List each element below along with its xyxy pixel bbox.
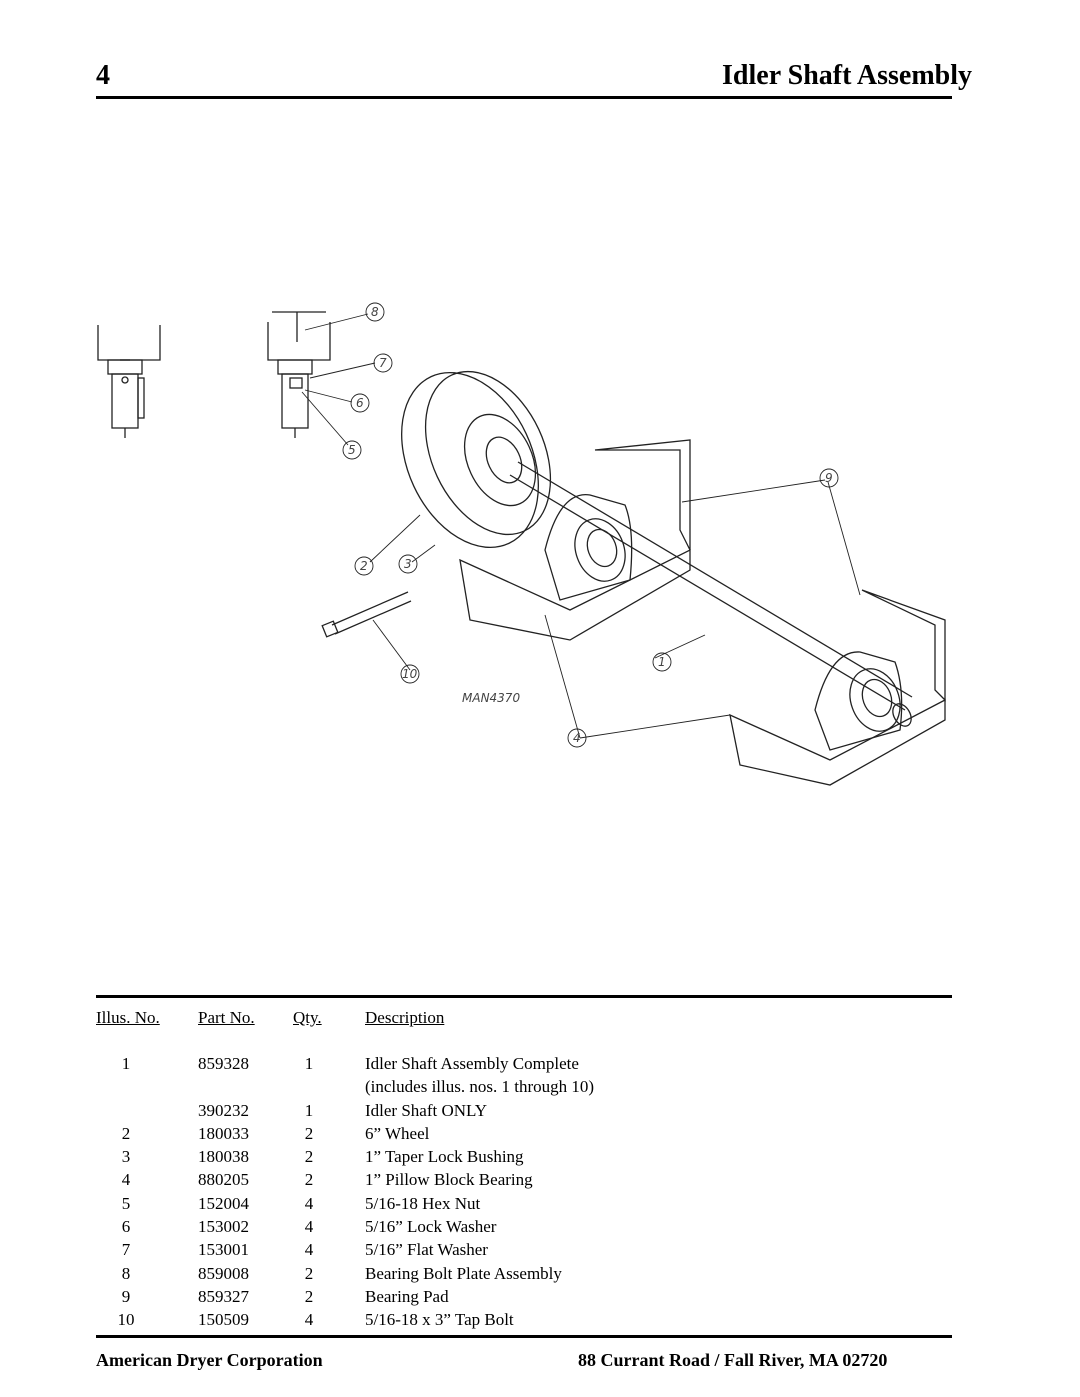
header-description: Description bbox=[365, 1008, 445, 1027]
header-part-no: Part No. bbox=[198, 1008, 255, 1027]
illus-no-cell bbox=[96, 1099, 198, 1122]
description-cell: 5/16-18 Hex Nut bbox=[365, 1193, 481, 1213]
illus-no-cell: 10 bbox=[117, 1310, 135, 1330]
part-no-cell: 180033 bbox=[198, 1123, 249, 1143]
qty-cell: 4 bbox=[304, 1240, 314, 1260]
qty-cell: 1 bbox=[304, 1100, 314, 1120]
qty-cell: 4 bbox=[304, 1193, 314, 1213]
callout-10: 10 bbox=[402, 667, 418, 681]
table-row: 10 150509 4 5/16-18 x 3” Tap Bolt bbox=[96, 1308, 765, 1331]
drawing-code: MAN4370 bbox=[462, 691, 520, 705]
description-cell: 1” Taper Lock Bushing bbox=[365, 1147, 524, 1167]
callout-2: 2 bbox=[360, 559, 368, 573]
callout-labels: 8 7 6 5 2 3 9 1 10 4 MAN4370 bbox=[348, 305, 833, 745]
part-no-cell: 152004 bbox=[198, 1193, 249, 1213]
table-row: 1 859328 1 Idler Shaft Assembly Complete bbox=[96, 1052, 765, 1075]
footer-company: American Dryer Corporation bbox=[96, 1350, 323, 1370]
description-cell: 5/16-18 x 3” Tap Bolt bbox=[365, 1310, 514, 1330]
part-no-cell: 859008 bbox=[198, 1263, 249, 1283]
page-number: 4 bbox=[96, 60, 110, 91]
description-cell: 5/16” Flat Washer bbox=[365, 1240, 488, 1260]
parts-table-body: 1 859328 1 Idler Shaft Assembly Complete (in… bbox=[96, 1052, 765, 1332]
illus-no-cell bbox=[96, 1075, 198, 1098]
description-cell: Bearing Bolt Plate Assembly bbox=[365, 1263, 562, 1283]
qty-cell: 1 bbox=[304, 1054, 314, 1073]
table-top-rule bbox=[96, 995, 952, 998]
tap-bolt bbox=[321, 591, 412, 638]
callout-9: 9 bbox=[825, 471, 833, 485]
page-title: Idler Shaft Assembly bbox=[722, 60, 972, 91]
idler-shaft bbox=[509, 461, 913, 727]
illus-no-cell: 2 bbox=[121, 1123, 131, 1143]
table-row: (includes illus. nos. 1 through 10) bbox=[96, 1075, 765, 1098]
table-row: 8 859008 2 Bearing Bolt Plate Assembly bbox=[96, 1262, 765, 1285]
part-no-cell: 153002 bbox=[198, 1217, 249, 1237]
bearing-left bbox=[459, 439, 691, 641]
illus-no-cell: 1 bbox=[121, 1054, 131, 1073]
description-cell: 1” Pillow Block Bearing bbox=[365, 1170, 533, 1190]
description-cell: 6” Wheel bbox=[365, 1123, 430, 1143]
qty-cell: 2 bbox=[304, 1286, 314, 1306]
part-no-cell: 390232 bbox=[198, 1100, 249, 1120]
table-row: 7 153001 4 5/16” Flat Washer bbox=[96, 1238, 765, 1261]
description-cell: Idler Shaft ONLY bbox=[365, 1100, 487, 1120]
qty-cell: 2 bbox=[304, 1147, 314, 1167]
part-no-cell: 859327 bbox=[198, 1286, 249, 1306]
illus-no-cell: 6 bbox=[121, 1217, 131, 1237]
bearing-right bbox=[729, 589, 946, 786]
qty-cell: 2 bbox=[304, 1170, 314, 1190]
callout-3: 3 bbox=[404, 557, 412, 571]
table-row: 9 859327 2 Bearing Pad bbox=[96, 1285, 765, 1308]
illus-no-cell: 8 bbox=[121, 1263, 131, 1283]
footer-rule bbox=[96, 1335, 952, 1338]
illus-no-cell: 7 bbox=[121, 1240, 131, 1260]
table-row: 2 180033 2 6” Wheel bbox=[96, 1122, 765, 1145]
description-cell: (includes illus. nos. 1 through 10) bbox=[365, 1077, 595, 1097]
table-row: 6 153002 4 5/16” Lock Washer bbox=[96, 1215, 765, 1238]
qty-cell: 4 bbox=[304, 1217, 314, 1237]
qty-cell bbox=[293, 1075, 365, 1098]
side-view-left bbox=[97, 325, 161, 438]
illus-no-cell: 5 bbox=[121, 1193, 131, 1213]
side-view-right bbox=[267, 311, 331, 438]
description-cell: Idler Shaft Assembly Complete bbox=[365, 1054, 579, 1073]
callout-8: 8 bbox=[371, 305, 379, 319]
part-no-cell: 859328 bbox=[198, 1054, 249, 1073]
part-no-cell bbox=[198, 1075, 293, 1098]
header-rule bbox=[96, 96, 952, 99]
wheel bbox=[401, 370, 552, 549]
description-cell: 5/16” Lock Washer bbox=[365, 1217, 497, 1237]
table-row: 390232 1 Idler Shaft ONLY bbox=[96, 1099, 765, 1122]
callout-6: 6 bbox=[356, 396, 364, 410]
idler-shaft-drawing: 8 7 6 5 2 3 9 1 10 4 MAN4370 bbox=[97, 302, 946, 786]
table-row: 4 880205 2 1” Pillow Block Bearing bbox=[96, 1168, 765, 1191]
header-qty: Qty. bbox=[293, 1008, 322, 1027]
table-row: 5 152004 4 5/16-18 Hex Nut bbox=[96, 1192, 765, 1215]
qty-cell: 2 bbox=[304, 1123, 314, 1143]
illus-no-cell: 9 bbox=[121, 1286, 131, 1306]
footer-address: 88 Currant Road / Fall River, MA 02720 bbox=[578, 1350, 888, 1370]
callout-4: 4 bbox=[573, 731, 581, 745]
part-no-cell: 180038 bbox=[198, 1147, 249, 1167]
callout-1: 1 bbox=[658, 655, 666, 669]
parts-table-header: Illus. No. Part No. Qty. Description bbox=[96, 1006, 765, 1052]
callout-5: 5 bbox=[348, 443, 356, 457]
qty-cell: 4 bbox=[304, 1310, 314, 1330]
part-no-cell: 150509 bbox=[198, 1310, 249, 1330]
callout-7a: 7 bbox=[379, 356, 387, 370]
illus-no-cell: 3 bbox=[121, 1147, 131, 1167]
callouts bbox=[342, 302, 839, 748]
qty-cell: 2 bbox=[304, 1263, 314, 1283]
illus-no-cell: 4 bbox=[121, 1170, 131, 1190]
table-row: 3 180038 2 1” Taper Lock Bushing bbox=[96, 1145, 765, 1168]
leader-lines bbox=[301, 313, 861, 739]
part-no-cell: 153001 bbox=[198, 1240, 249, 1260]
part-no-cell: 880205 bbox=[198, 1170, 249, 1190]
description-cell: Bearing Pad bbox=[365, 1286, 449, 1306]
header-illus-no: Illus. No. bbox=[96, 1008, 160, 1027]
